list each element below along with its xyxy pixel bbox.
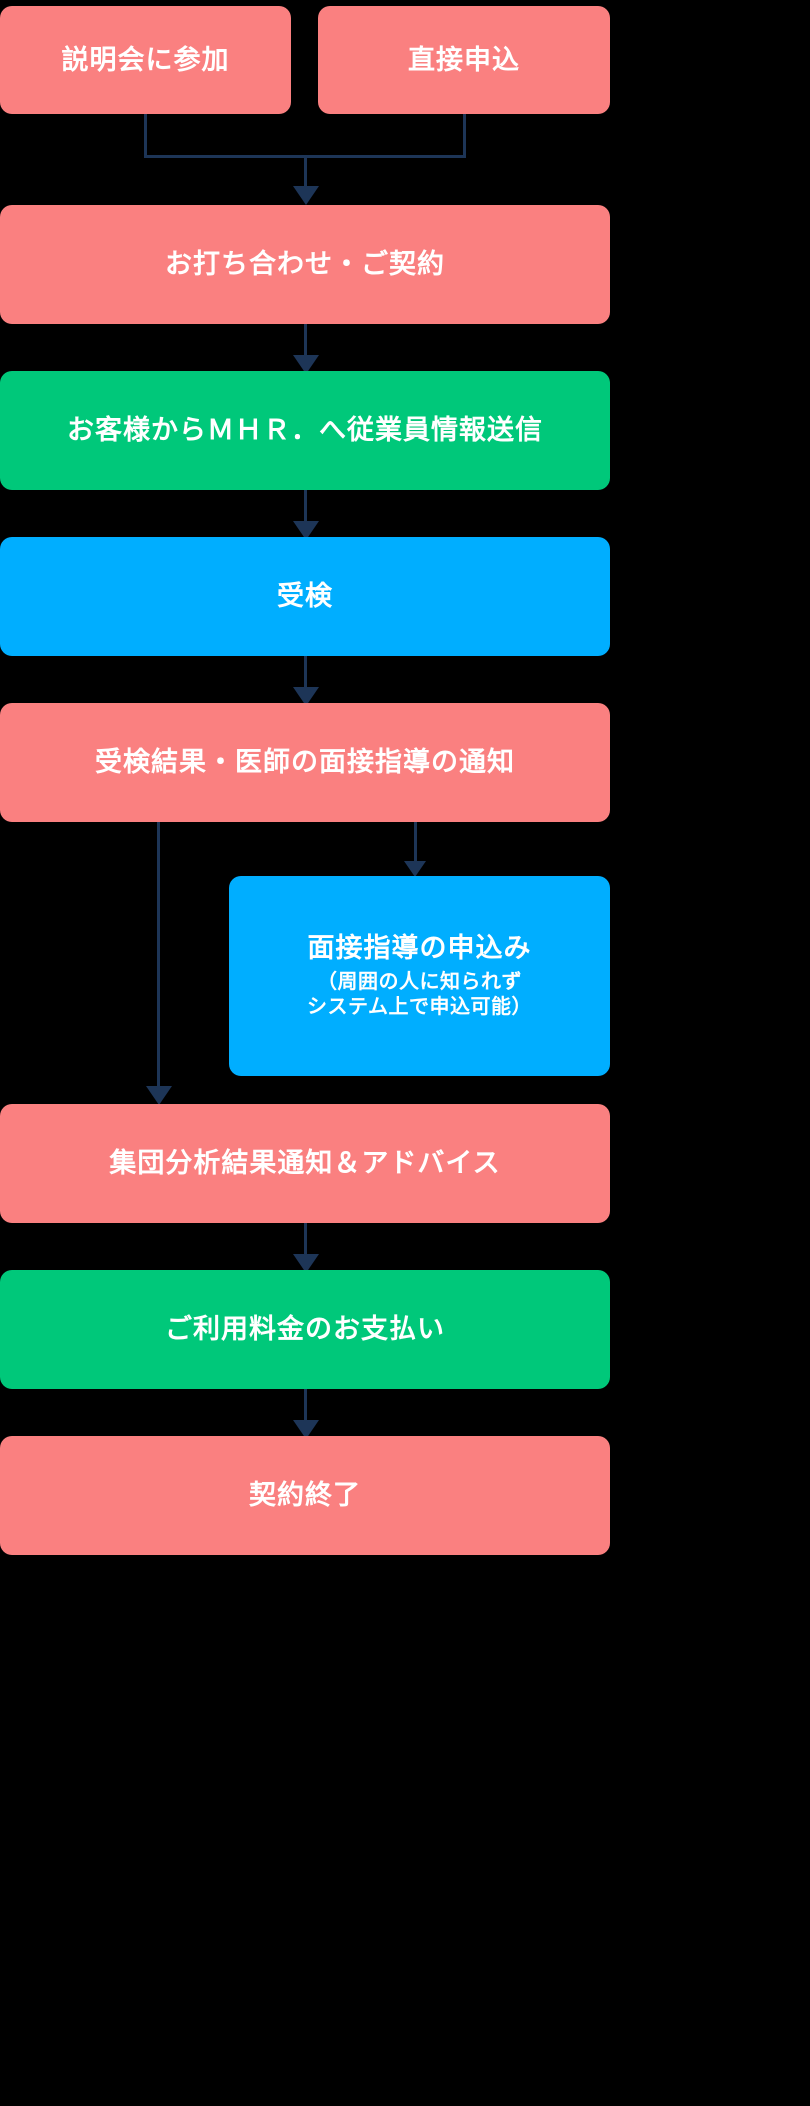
connector-meeting-to-send bbox=[304, 324, 307, 358]
connector-direct-down bbox=[463, 114, 466, 158]
node-group-analysis[interactable]: 集団分析結果通知＆アドバイス bbox=[0, 1104, 610, 1223]
arrow-into-group-analysis bbox=[146, 1086, 172, 1105]
connector-result-to-interview bbox=[414, 822, 417, 864]
arrow-into-meeting bbox=[293, 186, 319, 205]
node-interview-app-sublabel-line2: システム上で申込可能） bbox=[307, 996, 532, 1019]
connector-merge-to-meeting bbox=[304, 155, 307, 188]
arrow-into-exam bbox=[293, 521, 319, 540]
node-meeting-label: お打ち合わせ・ご契約 bbox=[165, 249, 445, 280]
arrow-into-send-info bbox=[293, 355, 319, 374]
connector-payment-to-end bbox=[304, 1389, 307, 1423]
node-send-info[interactable]: お客様からＭＨＲ．へ従業員情報送信 bbox=[0, 371, 610, 490]
node-interview-app-label: 面接指導の申込み bbox=[307, 933, 532, 964]
connector-result-to-group-analysis bbox=[157, 822, 160, 1088]
node-interview-app-sublabel-line1: （周囲の人に知られず bbox=[317, 970, 522, 993]
node-payment-label: ご利用料金のお支払い bbox=[165, 1314, 445, 1345]
node-send-info-label: お客様からＭＨＲ．へ従業員情報送信 bbox=[67, 415, 543, 446]
node-payment[interactable]: ご利用料金のお支払い bbox=[0, 1270, 610, 1389]
node-result-notice-label: 受検結果・医師の面接指導の通知 bbox=[95, 747, 515, 778]
node-meeting[interactable]: お打ち合わせ・ご契約 bbox=[0, 205, 610, 324]
connector-group-to-payment bbox=[304, 1223, 307, 1257]
node-exam-label: 受検 bbox=[277, 581, 333, 612]
node-result-notice[interactable]: 受検結果・医師の面接指導の通知 bbox=[0, 703, 610, 822]
node-interview-app[interactable]: 面接指導の申込み （周囲の人に知られず システム上で申込可能） bbox=[229, 876, 610, 1076]
arrow-into-result-notice bbox=[293, 687, 319, 706]
node-contract-end-label: 契約終了 bbox=[249, 1480, 361, 1511]
node-briefing-label: 説明会に参加 bbox=[61, 44, 230, 75]
arrow-into-payment bbox=[293, 1254, 319, 1273]
node-briefing[interactable]: 説明会に参加 bbox=[0, 6, 291, 114]
connector-send-to-exam bbox=[304, 490, 307, 524]
node-contract-end[interactable]: 契約終了 bbox=[0, 1436, 610, 1555]
node-direct-apply-label: 直接申込 bbox=[408, 44, 520, 75]
node-exam[interactable]: 受検 bbox=[0, 537, 610, 656]
connector-briefing-down bbox=[144, 114, 147, 158]
connector-exam-to-result bbox=[304, 656, 307, 690]
node-direct-apply[interactable]: 直接申込 bbox=[318, 6, 610, 114]
arrow-into-contract-end bbox=[293, 1420, 319, 1439]
node-group-analysis-label: 集団分析結果通知＆アドバイス bbox=[109, 1148, 501, 1179]
arrow-into-interview-app bbox=[404, 861, 426, 877]
